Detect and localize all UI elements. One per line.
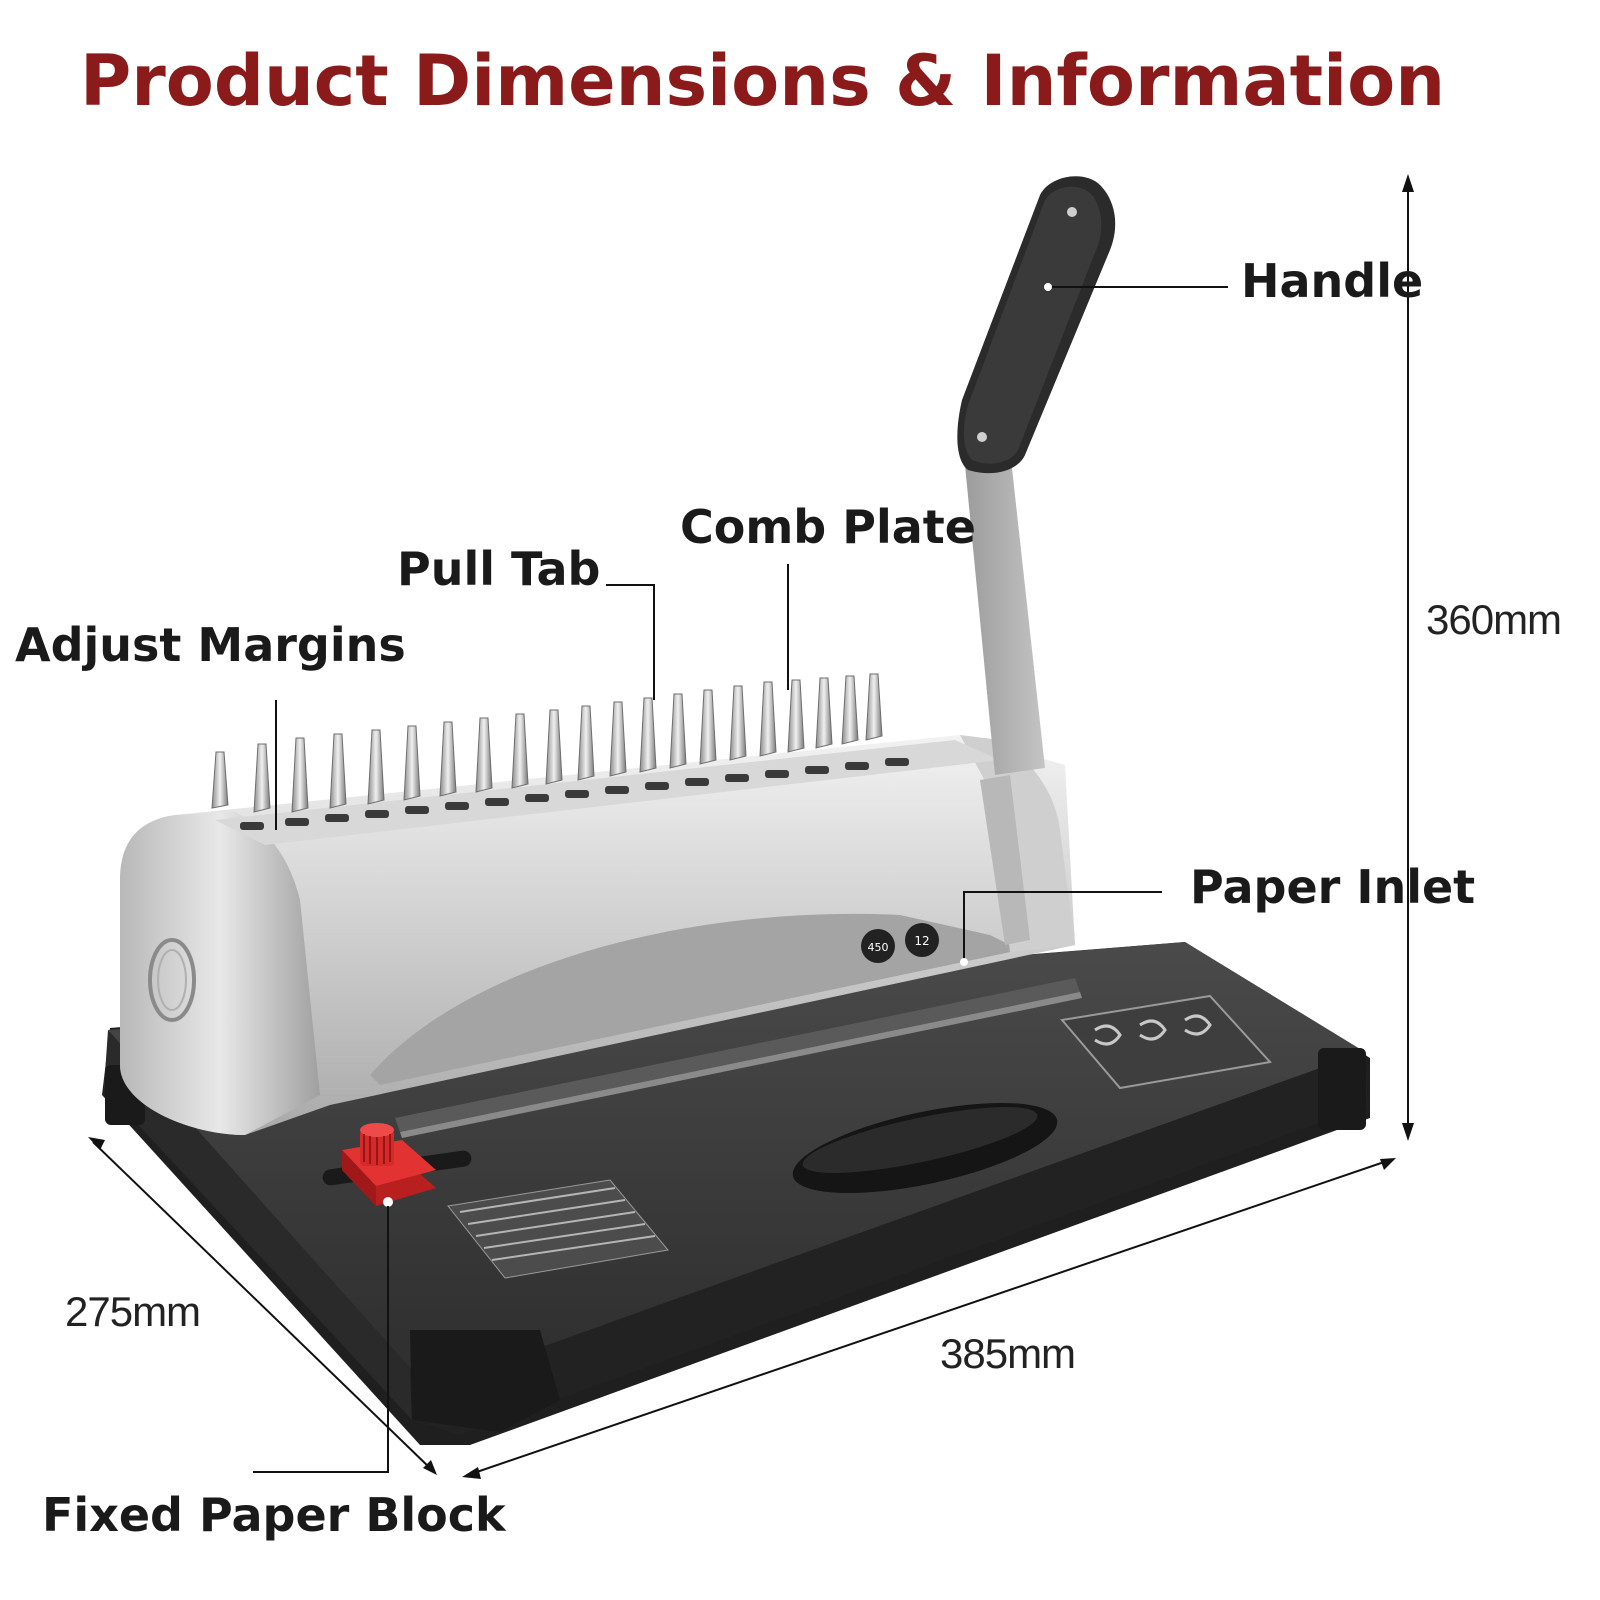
fixed-paper-block-label: Fixed Paper Block <box>42 1488 506 1542</box>
base-plate <box>102 942 1370 1445</box>
punch-body: 450 12 <box>120 735 1075 1135</box>
width-dimension-line <box>467 1159 1391 1476</box>
setting-badges: 450 12 <box>861 923 939 963</box>
adjust-margins-label: Adjust Margins <box>15 618 406 672</box>
fixed-paper-block-knob <box>342 1123 436 1207</box>
fixed-paper-block-callout <box>253 1206 389 1473</box>
dimension-lines <box>88 174 1414 1479</box>
height-dimension-label: 360mm <box>1426 596 1562 643</box>
callout-lines <box>253 283 1228 1473</box>
pull-tab-callout <box>606 584 655 700</box>
badge-left-text: 450 <box>868 941 889 954</box>
handle-label: Handle <box>1241 254 1424 308</box>
handle-arm <box>957 176 1116 775</box>
badge-right-text: 12 <box>914 934 929 948</box>
depth-dimension-line <box>92 1141 433 1471</box>
page-title: Product Dimensions & Information <box>79 40 1446 122</box>
depth-dimension-label: 275mm <box>65 1288 201 1335</box>
paper-inlet-callout <box>963 891 1162 962</box>
width-dimension-label: 385mm <box>940 1330 1076 1377</box>
paper-inlet-label: Paper Inlet <box>1190 860 1476 914</box>
comb-pins <box>211 673 883 813</box>
comb-plate-label: Comb Plate <box>680 500 976 554</box>
pull-tab-label: Pull Tab <box>397 542 601 596</box>
